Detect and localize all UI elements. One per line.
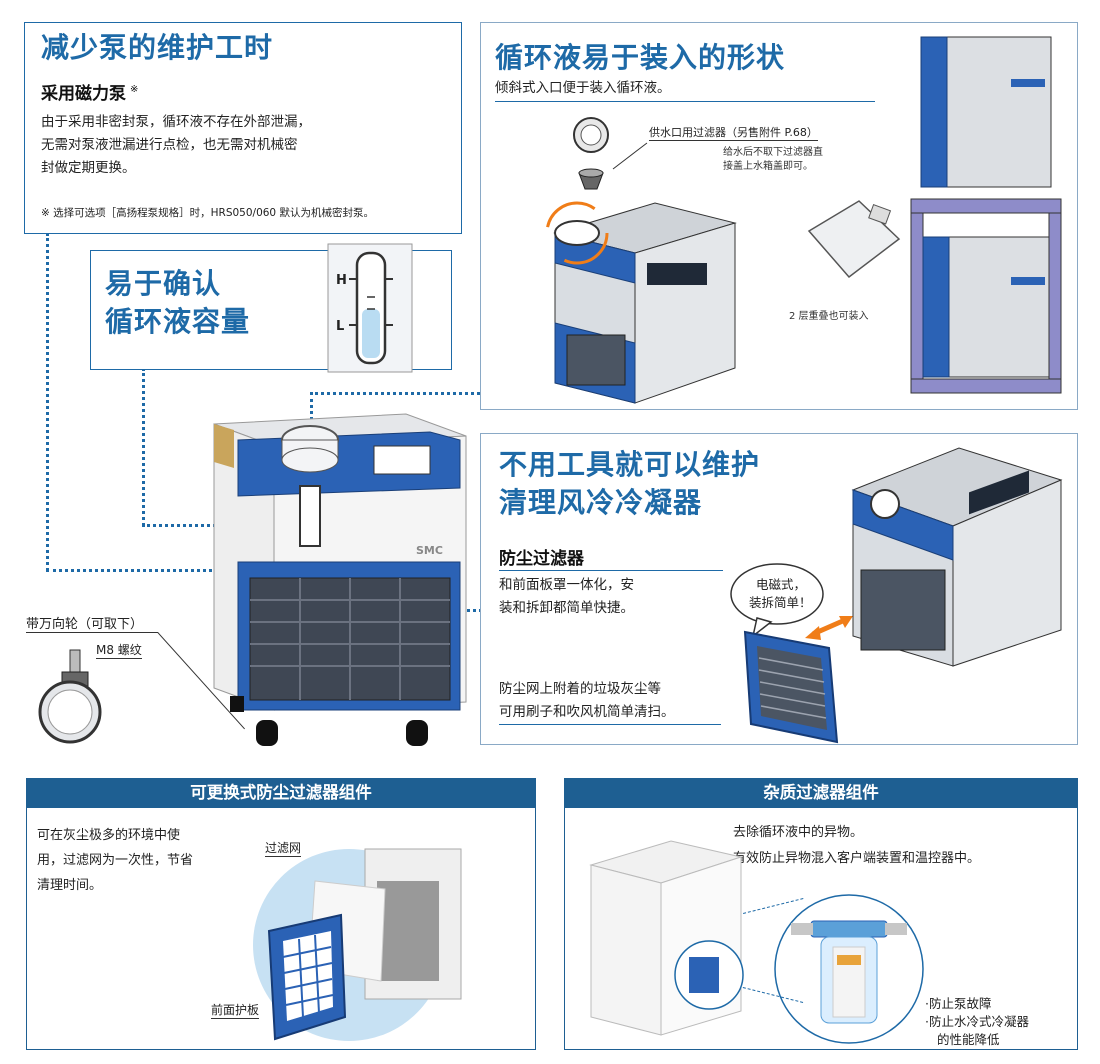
pump-subtitle-mark: ※ <box>130 84 139 96</box>
inlet-stack-note: 2 层重叠也可装入 <box>789 311 869 322</box>
dust-kit-line-2: 用，过滤网为一次性，节省 <box>37 853 194 868</box>
inlet-bottle-illustration <box>807 200 901 279</box>
level-title-2: 循环液容量 <box>105 305 251 338</box>
condenser-desc-2: 装和拆卸都简单快捷。 <box>499 600 634 616</box>
condenser-sub: 防尘过滤器 <box>499 549 584 569</box>
particle-kit-bullet-2: ·防止水冷式冷凝器 <box>925 1014 1029 1029</box>
dust-filter-panel-illustration <box>743 630 839 744</box>
inlet-title: 循环液易于装入的形状 <box>495 41 786 74</box>
dust-kit-desc: 可在灰尘极多的环境中使 用，过滤网为一次性，节省 清理时间。 <box>37 823 237 898</box>
pump-line-1: 由于采用非密封泵，循环液不存在外部泄漏， <box>41 114 311 130</box>
condenser-title-2: 清理风冷冷凝器 <box>499 486 703 519</box>
level-l-label: L <box>336 319 345 334</box>
particle-kit-box: 杂质过滤器组件 去除循环液中的异物。 有效防止异物混入客户端装置和温控器中。 ·… <box>564 778 1078 1050</box>
dust-kit-illustration <box>253 848 462 1041</box>
condenser-chiller-illustration <box>851 447 1063 667</box>
inlet-filter-note-1: 给水后不取下过滤器直 <box>723 147 823 158</box>
pump-note: ※ 选择可选项［高扬程泵规格］时，HRS050/060 默认为机械密封泵。 <box>41 207 374 219</box>
dust-kit-header: 可更换式防尘过滤器组件 <box>26 778 536 808</box>
inlet-filter-label: 供水口用过滤器（另售附件 P.68） <box>649 126 818 141</box>
bubble-text-2: 装拆简单！ <box>749 595 812 610</box>
particle-kit-line-1: 去除循环液中的异物。 <box>733 825 864 840</box>
leader-inlet-v <box>310 392 313 432</box>
speech-bubble <box>730 563 824 638</box>
particle-kit-bullet-1: ·防止泵故障 <box>925 996 992 1011</box>
level-box: 易于确认 循环液容量 H L <box>90 243 452 373</box>
inlet-cap-illustration <box>573 117 648 190</box>
particle-kit-bullet-3: 的性能降低 <box>937 1032 1000 1047</box>
dust-kit-line-1: 可在灰尘极多的环境中使 <box>37 828 181 843</box>
pump-title: 减少泵的维护工时 <box>41 31 274 64</box>
condenser-clean-2: 可用刷子和吹风机简单清扫。 <box>499 704 675 720</box>
pump-subtitle: 采用磁力泵 ※ <box>41 79 138 104</box>
bubble-text-1: 电磁式， <box>756 577 807 592</box>
level-h-label: H <box>336 273 347 288</box>
dust-kit-mesh-label: 过滤网 <box>265 841 302 857</box>
inlet-title-rule <box>495 101 875 102</box>
dust-kit-panel-label: 前面护板 <box>211 1003 260 1019</box>
leader-inlet-h <box>310 392 480 395</box>
particle-filter-illustration <box>774 894 924 1044</box>
inlet-chiller-illustration <box>545 201 737 404</box>
inlet-box: 循环液易于装入的形状 倾斜式入口便于装入循环液。 供水口用过滤器（另售附件 P.… <box>480 22 1078 410</box>
caster-wheel-illustration <box>38 649 102 744</box>
main-chiller-illustration <box>213 413 467 746</box>
particle-kit-line-2: 有效防止异物混入客户端装置和温控器中。 <box>733 851 981 866</box>
orange-arrow <box>805 616 853 640</box>
pump-line-3: 封做定期更换。 <box>41 160 136 176</box>
pump-desc: 由于采用非密封泵，循环液不存在外部泄漏， 无需对泵液泄漏进行点检，也无需对机械密… <box>41 111 451 180</box>
dust-kit-line-3: 清理时间。 <box>37 878 103 893</box>
particle-kit-chiller-illustration <box>589 840 744 1036</box>
caster-label: 带万向轮（可取下） <box>26 617 144 632</box>
particle-kit-header: 杂质过滤器组件 <box>564 778 1078 808</box>
dust-kit-box: 可更换式防尘过滤器组件 可在灰尘极多的环境中使 用，过滤网为一次性，节省 清理时… <box>26 778 536 1050</box>
inlet-stacked-illustration <box>910 36 1062 394</box>
condenser-box: 不用工具就可以维护 清理风冷冷凝器 防尘过滤器 和前面板罩一体化，安 装和拆卸都… <box>480 433 1078 745</box>
main-chiller-logo: SMC <box>416 544 443 557</box>
pump-box: 减少泵的维护工时 采用磁力泵 ※ 由于采用非密封泵，循环液不存在外部泄漏， 无需对… <box>24 22 462 234</box>
condenser-desc-1: 和前面板罩一体化，安 <box>499 577 634 593</box>
level-title-1: 易于确认 <box>105 267 222 300</box>
inlet-desc: 倾斜式入口便于装入循环液。 <box>495 80 671 96</box>
pump-line-2: 无需对泵液泄漏进行点检，也无需对机械密 <box>41 137 298 153</box>
condenser-title-1: 不用工具就可以维护 <box>499 448 761 481</box>
condenser-sub-rule <box>499 570 723 571</box>
inlet-filter-note-2: 接盖上水箱盖即可。 <box>723 161 813 172</box>
leader-pump-h <box>46 569 231 572</box>
leader-pump-v <box>46 233 49 571</box>
pump-subtitle-text: 采用磁力泵 <box>41 84 126 104</box>
condenser-clean-rule <box>499 724 721 725</box>
leader-level-v <box>142 368 145 526</box>
caster-label-rule <box>26 632 158 633</box>
condenser-clean-1: 防尘网上附着的垃圾灰尘等 <box>499 681 661 697</box>
level-gauge-illustration <box>327 243 413 373</box>
caster-thread-label: M8 螺纹 <box>96 643 142 659</box>
